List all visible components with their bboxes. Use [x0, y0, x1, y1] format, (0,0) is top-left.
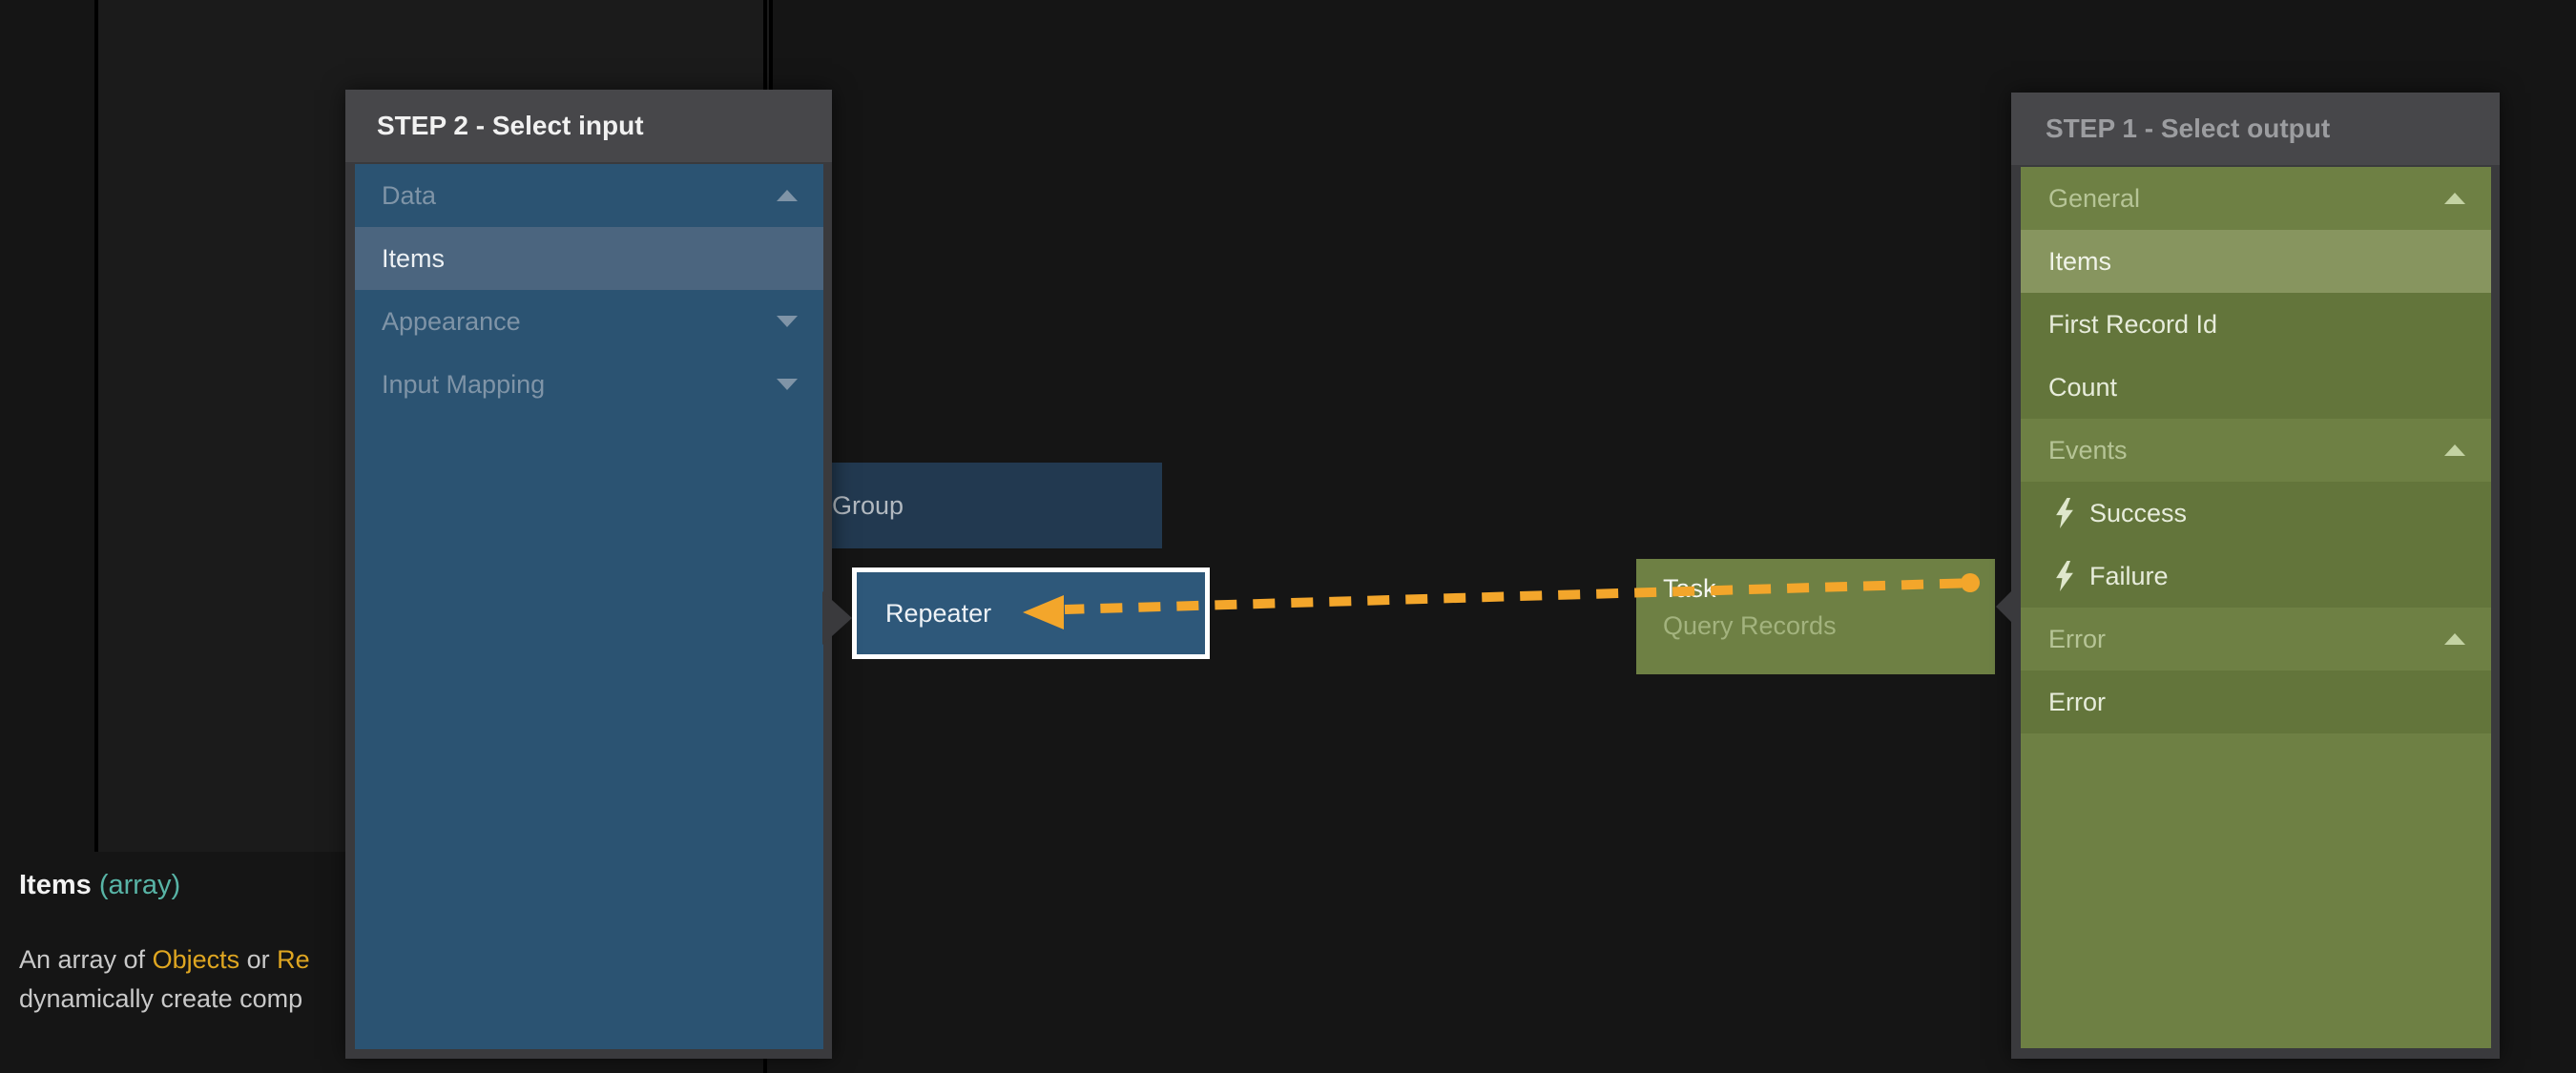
description-text: or: [239, 945, 278, 974]
task-node-title: Task: [1663, 574, 1716, 603]
step2-panel-title: STEP 2 - Select input: [377, 111, 644, 140]
description-text: An array of: [19, 945, 153, 974]
chevron-up-icon: [777, 190, 798, 201]
property-name: Items: [19, 870, 92, 900]
property-description-line1: An array of Objects or Re: [19, 940, 310, 980]
section-label: Appearance: [382, 306, 521, 336]
section-label: Input Mapping: [382, 369, 546, 399]
chevron-down-icon: [777, 379, 798, 390]
input-section-input-mapping[interactable]: Input Mapping: [355, 353, 823, 416]
objects-link[interactable]: Objects: [152, 945, 240, 974]
item-label: Error: [2048, 687, 2106, 716]
output-section-error[interactable]: Error: [2021, 608, 2491, 671]
step2-select-input-panel: STEP 2 - Select input Data Items Appeara…: [345, 90, 852, 1059]
step1-panel-title: STEP 1 - Select output: [2046, 113, 2331, 143]
property-type-badge: (array): [98, 870, 181, 900]
section-label: Data: [382, 180, 437, 210]
output-item-error[interactable]: Error: [2021, 671, 2491, 733]
panel-pointer-notch: [822, 591, 852, 645]
property-description-line2: dynamically create comp: [19, 984, 303, 1013]
records-link[interactable]: Re: [277, 945, 310, 974]
section-label: Error: [2048, 624, 2106, 653]
step1-panel-body: General Items First Record Id Count Even…: [2021, 167, 2491, 1048]
chevron-up-icon: [2444, 633, 2465, 645]
repeater-widget[interactable]: Repeater: [852, 567, 1210, 659]
output-item-failure[interactable]: Failure: [2021, 545, 2491, 608]
lightning-icon: [2053, 498, 2076, 528]
task-node[interactable]: Task Query Records: [1636, 559, 1995, 674]
chevron-down-icon: [777, 316, 798, 327]
input-item-items[interactable]: Items: [355, 227, 823, 290]
output-item-success[interactable]: Success: [2021, 482, 2491, 545]
step2-panel-header: STEP 2 - Select input: [345, 90, 832, 162]
item-label: Items: [2048, 246, 2112, 276]
item-label: First Record Id: [2048, 309, 2218, 339]
item-label: Success: [2089, 498, 2188, 527]
item-label: Failure: [2089, 561, 2169, 590]
step2-panel-body: Data Items Appearance Input Mapping: [355, 164, 823, 1049]
output-item-items[interactable]: Items: [2021, 230, 2491, 293]
chevron-up-icon: [2444, 444, 2465, 456]
property-tooltip: Items (array) An array of Objects or Re …: [19, 868, 310, 1019]
step1-select-output-panel: STEP 1 - Select output General Items Fir…: [1996, 93, 2500, 1059]
input-section-data[interactable]: Data: [355, 164, 823, 227]
output-item-first-record-id[interactable]: First Record Id: [2021, 293, 2491, 356]
output-section-events[interactable]: Events: [2021, 419, 2491, 482]
group-widget[interactable]: Group: [788, 463, 1162, 548]
lightning-icon: [2053, 561, 2076, 591]
section-label: Events: [2048, 435, 2128, 464]
output-section-general[interactable]: General: [2021, 167, 2491, 230]
step1-panel-header: STEP 1 - Select output: [2011, 93, 2500, 165]
section-label: General: [2048, 183, 2141, 213]
item-label: Count: [2048, 372, 2118, 402]
chevron-up-icon: [2444, 193, 2465, 204]
repeater-widget-label: Repeater: [885, 598, 992, 628]
property-title: Items (array): [19, 868, 310, 902]
input-section-appearance[interactable]: Appearance: [355, 290, 823, 353]
output-item-count[interactable]: Count: [2021, 356, 2491, 419]
group-widget-label: Group: [832, 490, 904, 520]
item-label: Items: [382, 243, 446, 273]
task-node-subtitle: Query Records: [1663, 611, 1837, 640]
panel-pointer-notch: [1996, 582, 2021, 631]
